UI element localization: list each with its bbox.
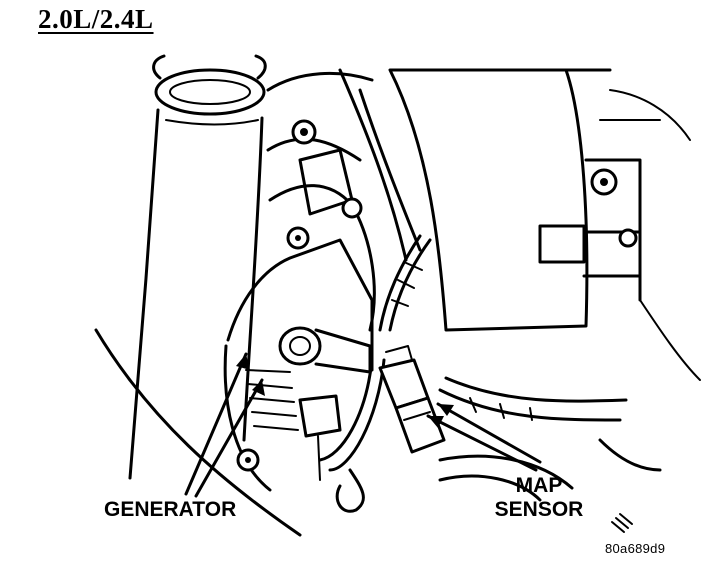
map-sensor-callout: MAP SENSOR: [480, 474, 598, 522]
generator-leaders: [184, 352, 265, 498]
map-sensor: [378, 345, 446, 454]
fender-curve: [94, 328, 302, 537]
upper-hose: [128, 54, 267, 480]
engine-block: [266, 68, 422, 332]
air-cleaner-housing: [388, 68, 701, 381]
generator-callout: GENERATOR: [104, 498, 237, 521]
lower-bracket: [598, 438, 662, 472]
generator: [223, 238, 374, 492]
hatch-mark: [611, 513, 633, 533]
map-sensor-leaders: [426, 402, 542, 472]
wiring-harness: [318, 234, 628, 513]
lower-hose: [438, 474, 542, 502]
map-sensor-callout-line2: SENSOR: [494, 498, 584, 521]
figure-id: 80a689d9: [605, 541, 666, 556]
map-sensor-callout-line1: MAP: [515, 474, 563, 497]
engine-heading: 2.0L/2.4L: [38, 4, 154, 34]
